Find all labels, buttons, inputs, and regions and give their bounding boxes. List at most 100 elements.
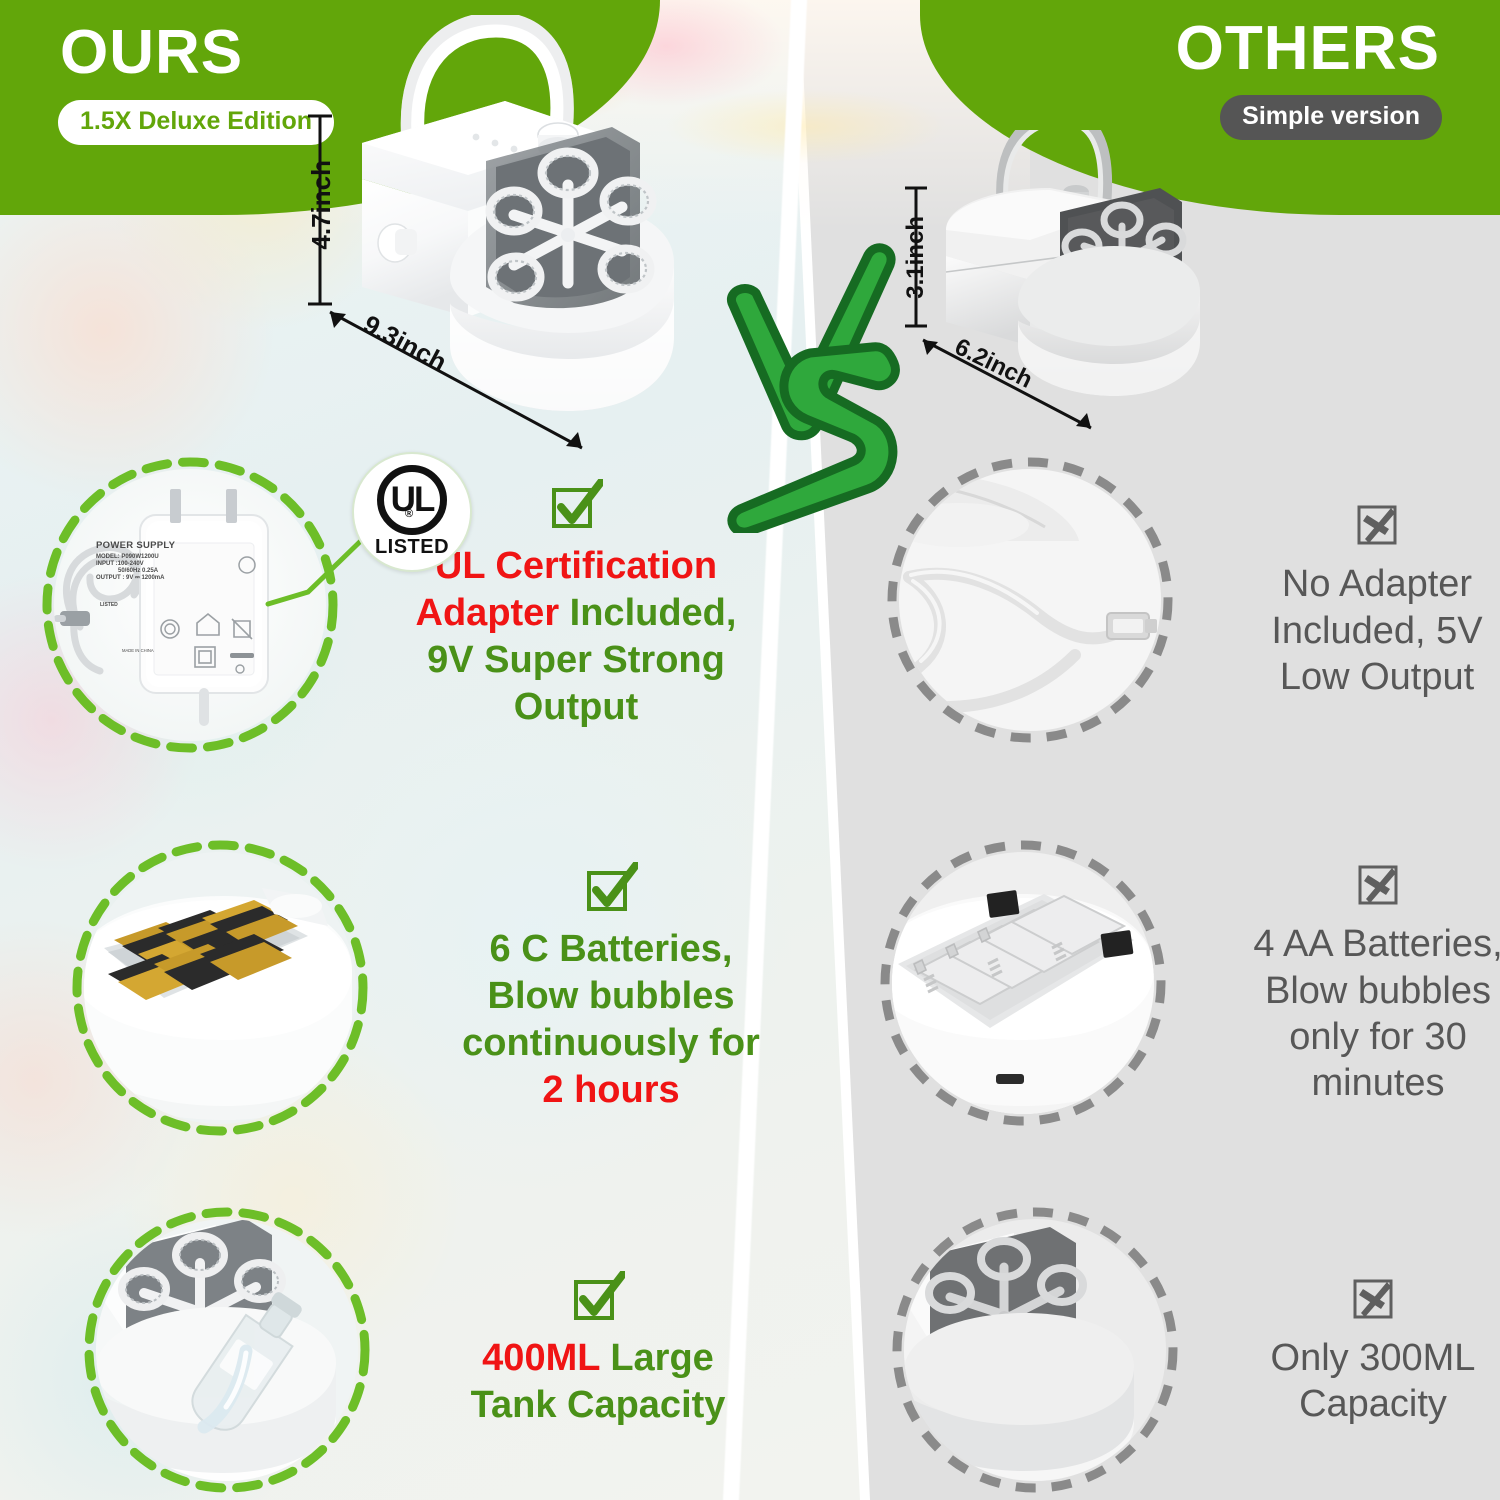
- caption-line: 4 AA Batteries,: [1208, 921, 1500, 967]
- caption-line: Blow bubbles: [1208, 968, 1500, 1014]
- others-feature-batteries: 4 AA Batteries, Blow bubbles only for 30…: [878, 838, 1500, 1128]
- green-dashed-ring: [84, 1207, 370, 1493]
- others-tank-image-circle: [890, 1205, 1180, 1495]
- caption-part: 2 hours: [542, 1069, 680, 1112]
- others-feature-tank: Only 300ML Capacity: [890, 1205, 1500, 1495]
- ours-battery-photo: [84, 852, 356, 1124]
- others-cable-photo: [899, 469, 1161, 731]
- caption-part: Only 300ML: [1270, 1336, 1476, 1379]
- ul-listed-text: LISTED: [374, 536, 450, 558]
- crossed-box-icon: [1353, 1279, 1393, 1319]
- others-product-photo: [910, 108, 1270, 430]
- caption-line: 2 hours: [396, 1067, 826, 1114]
- caption-line: 6 C Batteries,: [396, 926, 826, 973]
- caption-line: 9V Super Strong: [366, 637, 786, 684]
- others-cable-image-circle: [885, 455, 1175, 745]
- green-dashed-ring: [72, 840, 368, 1136]
- ours-adapter-caption: UL Certification Adapter Included, 9V Su…: [366, 543, 786, 731]
- others-tank-caption: Only 300ML Capacity: [1218, 1335, 1500, 1428]
- ours-adapter-image-circle: POWER SUPPLY MODEL: P090W1200U INPUT :10…: [40, 455, 340, 755]
- ours-title: OURS: [60, 18, 244, 87]
- ps-made-in: MADE IN CHINA: [122, 648, 154, 654]
- caption-line: Blow bubbles: [396, 973, 826, 1020]
- check-box-icon: [587, 861, 638, 911]
- caption-part: continuously for: [462, 1022, 760, 1064]
- ours-feature-adapter: POWER SUPPLY MODEL: P090W1200U INPUT :10…: [40, 455, 786, 755]
- others-tank-text-block: Only 300ML Capacity: [1218, 1273, 1500, 1428]
- caption-part: 400ML: [482, 1336, 600, 1379]
- ours-adapter-photo: POWER SUPPLY MODEL: P090W1200U INPUT :10…: [54, 469, 326, 741]
- caption-part: No Adapter: [1281, 563, 1473, 606]
- gray-dashed-ring: [892, 1207, 1178, 1493]
- ours-product-photo: [300, 11, 730, 445]
- others-height-dimension-line: [905, 186, 927, 328]
- ours-adapter-text-block: UL Certification Adapter Included, 9V Su…: [366, 478, 786, 731]
- caption-part: UL Certification: [434, 544, 718, 587]
- others-machine-illustration: [945, 108, 1200, 396]
- ps-input: INPUT :100-240V: [96, 560, 144, 567]
- others-adapter-text-block: No Adapter Included, 5V Low Output: [1217, 499, 1500, 700]
- gray-dashed-ring: [880, 840, 1166, 1126]
- others-title: OTHERS: [1175, 14, 1440, 83]
- check-box-icon: [574, 1270, 625, 1320]
- caption-part: Adapter: [415, 591, 560, 634]
- vs-mark-icon: VS: [718, 243, 908, 537]
- ul-listed-badge: UL ® LISTED: [352, 452, 472, 572]
- ps-title: POWER SUPPLY: [96, 540, 176, 551]
- others-battery-photo: [892, 852, 1154, 1114]
- caption-part: only for 30: [1289, 1016, 1467, 1058]
- caption-part: Blow bubbles: [487, 974, 735, 1017]
- caption-part: Large: [599, 1336, 714, 1379]
- caption-line: Only 300ML: [1218, 1335, 1500, 1381]
- ours-height-label: 4.7inch: [306, 160, 336, 250]
- caption-line: Included, 5V: [1217, 608, 1500, 654]
- ours-tank-photo: [96, 1219, 358, 1481]
- caption-line: continuously for: [396, 1020, 826, 1067]
- ours-battery-image-circle: [70, 838, 370, 1138]
- ours-tank-caption: 400ML Large Tank Capacity: [398, 1335, 798, 1429]
- green-dashed-ring: [42, 457, 338, 753]
- ul-badge-connector-line: [265, 529, 373, 607]
- ours-battery-text-block: 6 C Batteries, Blow bubbles continuously…: [396, 861, 826, 1114]
- caption-line: Adapter Included,: [366, 590, 786, 637]
- ours-machine-illustration: [362, 11, 674, 411]
- others-adapter-caption: No Adapter Included, 5V Low Output: [1217, 561, 1500, 700]
- caption-line: UL Certification: [366, 543, 786, 590]
- caption-line: minutes: [1208, 1060, 1500, 1106]
- caption-part: Capacity: [1299, 1383, 1447, 1425]
- others-battery-image-circle: [878, 838, 1168, 1128]
- ps-frequency: 50/60Hz 0.25A: [118, 567, 159, 574]
- caption-part: 9V Super Strong: [427, 639, 725, 681]
- others-battery-text-block: 4 AA Batteries, Blow bubbles only for 30…: [1208, 859, 1500, 1106]
- gray-dashed-ring: [887, 457, 1173, 743]
- others-battery-caption: 4 AA Batteries, Blow bubbles only for 30…: [1208, 921, 1500, 1106]
- ours-tank-text-block: 400ML Large Tank Capacity: [398, 1270, 798, 1429]
- check-box-icon: [552, 478, 603, 528]
- ours-feature-tank: 400ML Large Tank Capacity: [82, 1205, 798, 1495]
- ps-listed: LISTED: [100, 602, 118, 609]
- ul-mark-text: UL: [390, 480, 436, 519]
- caption-part: Blow bubbles: [1264, 969, 1492, 1012]
- ours-feature-batteries: 6 C Batteries, Blow bubbles continuously…: [70, 838, 826, 1138]
- caption-part: minutes: [1311, 1062, 1445, 1105]
- ours-height-dimension-line: [308, 114, 332, 306]
- caption-part: Included, 5V: [1271, 609, 1483, 652]
- caption-line: 400ML Large: [398, 1335, 798, 1382]
- caption-part: Included,: [559, 591, 737, 634]
- others-tank-photo: [904, 1219, 1166, 1481]
- ul-mark: UL ®: [377, 465, 447, 535]
- caption-line: Tank Capacity: [398, 1382, 798, 1429]
- ours-battery-caption: 6 C Batteries, Blow bubbles continuously…: [396, 926, 826, 1114]
- crossed-box-icon: [1357, 505, 1397, 545]
- caption-part: Output: [513, 686, 639, 729]
- caption-line: only for 30: [1208, 1014, 1500, 1060]
- others-version-badge: Simple version: [1220, 95, 1442, 140]
- ours-edition-badge: 1.5X Deluxe Edition: [58, 100, 335, 145]
- ul-registered-mark: ®: [405, 508, 413, 520]
- crossed-box-icon: [1358, 865, 1398, 905]
- power-supply-label: POWER SUPPLY MODEL: P090W1200U INPUT :10…: [96, 540, 200, 654]
- caption-line: Capacity: [1218, 1381, 1500, 1427]
- caption-line: Output: [366, 684, 786, 731]
- ps-output: OUTPUT : 9V ⎓ 1200mA: [96, 574, 165, 581]
